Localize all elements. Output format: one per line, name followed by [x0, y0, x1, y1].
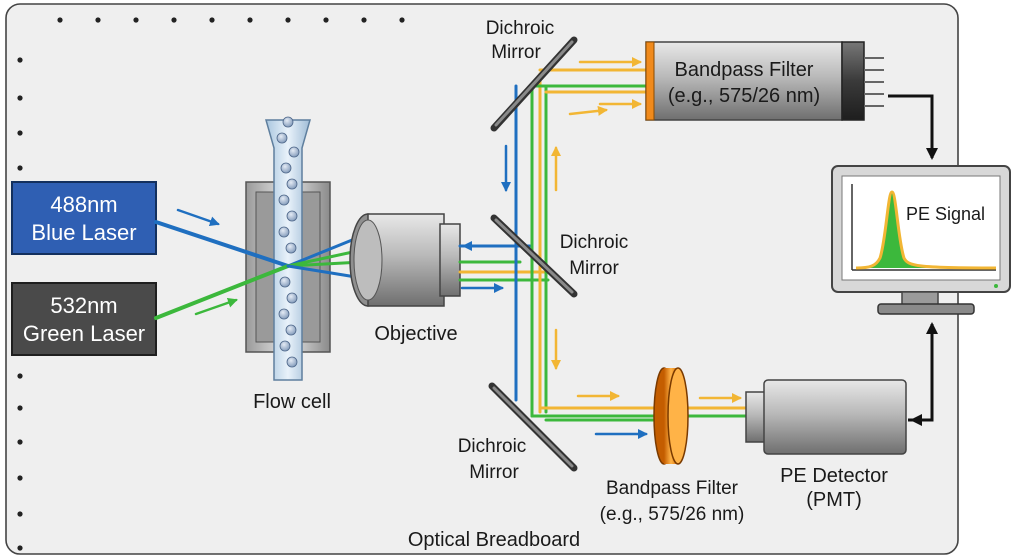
- bandpass-top-title: Bandpass Filter: [675, 59, 814, 81]
- pe-detector-label-2: (PMT): [806, 489, 862, 511]
- pe-signal-label: PE Signal: [906, 204, 985, 224]
- flow-cell-label: Flow cell: [253, 391, 331, 413]
- dichroic-mirror-middle: [490, 214, 578, 298]
- bandpass-bottom-spec: (e.g., 575/26 nm): [600, 504, 745, 525]
- bandpass-top-spec: (e.g., 575/26 nm): [668, 85, 820, 107]
- dichroic-top-label-1: Dichroic: [486, 18, 555, 39]
- dichroic-middle-label-1: Dichroic: [560, 232, 629, 253]
- dichroic-bottom-label-1: Dichroic: [458, 436, 527, 457]
- labels: Flow cell Objective Dichroic Mirror Dich…: [253, 18, 888, 551]
- incoming-beams: [154, 208, 290, 320]
- bandpass-filter-top: Bandpass Filter (e.g., 575/26 nm): [645, 41, 884, 121]
- pe-detector: [745, 379, 907, 455]
- beams-to-detector: [530, 391, 748, 439]
- green-laser-wavelength: 532nm: [50, 293, 117, 318]
- cells: [276, 116, 300, 368]
- pe-detector-label-1: PE Detector: [780, 465, 888, 487]
- monitor: PE Signal: [831, 165, 1011, 315]
- blue-laser: 488nm Blue Laser: [11, 181, 157, 255]
- green-laser: 532nm Green Laser: [11, 282, 157, 356]
- signal-connectors: [888, 94, 938, 426]
- bandpass-filter-bottom: [653, 367, 689, 465]
- dichroic-middle-label-2: Mirror: [569, 258, 619, 279]
- optical-breadboard-label: Optical Breadboard: [408, 529, 580, 551]
- green-laser-name: Green Laser: [23, 321, 145, 346]
- dichroic-mirror-top: [490, 36, 578, 132]
- beams-to-top-filter: [530, 57, 648, 116]
- dichroic-mirror-bottom: [488, 382, 578, 472]
- flow-cell: [245, 116, 331, 381]
- objective-label: Objective: [374, 323, 457, 345]
- blue-laser-wavelength: 488nm: [50, 192, 117, 217]
- bandpass-bottom-title: Bandpass Filter: [606, 478, 739, 499]
- blue-laser-name: Blue Laser: [31, 220, 136, 245]
- dichroic-bottom-label-2: Mirror: [469, 462, 519, 483]
- objective-lens: [349, 213, 461, 307]
- pe-signal-peak: [855, 190, 997, 270]
- dichroic-top-label-2: Mirror: [491, 42, 541, 63]
